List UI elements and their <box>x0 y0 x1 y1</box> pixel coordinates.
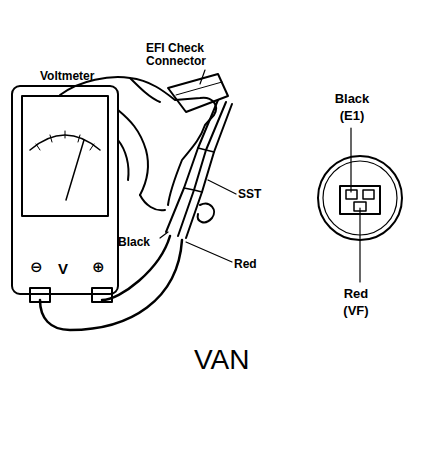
part-name: Voltmeter <box>40 70 120 83</box>
leader-line <box>208 180 236 194</box>
wire-color: Red <box>234 258 274 271</box>
hand-outline <box>118 110 148 195</box>
pin-cavity <box>363 190 374 199</box>
test-lead <box>40 240 182 330</box>
sst-probe-red <box>178 102 226 236</box>
voltmeter-body <box>12 86 118 294</box>
part-name: SST <box>238 188 278 201</box>
probe-band <box>184 148 214 192</box>
caption: VAN <box>194 344 250 376</box>
hand-outline <box>118 140 129 180</box>
part-name: EFI Check Connector <box>146 42 222 68</box>
scale-ticks <box>36 131 94 150</box>
sst-probe-black <box>166 100 218 232</box>
leader-line <box>186 242 232 262</box>
finger-outline <box>140 195 165 210</box>
leader-line <box>160 232 168 238</box>
meter-face <box>22 96 108 216</box>
terminal <box>30 288 50 302</box>
pin-name: Black (E1) <box>327 90 377 124</box>
terminal-symbol: ⊖ <box>30 260 50 273</box>
finger-outline <box>198 204 214 223</box>
meter-needle <box>66 140 84 200</box>
pin-name: Red (VF) <box>330 285 382 319</box>
terminal-symbol: ⊕ <box>92 260 112 273</box>
wire-color: Black <box>118 236 162 249</box>
leader-line <box>359 208 360 282</box>
check-connector <box>168 74 228 112</box>
hand-outline <box>130 78 160 102</box>
terminal <box>92 288 112 302</box>
unit-symbol: V <box>58 262 78 275</box>
check-connector <box>176 82 222 95</box>
leader-line <box>350 128 351 192</box>
leader-line <box>200 70 205 84</box>
